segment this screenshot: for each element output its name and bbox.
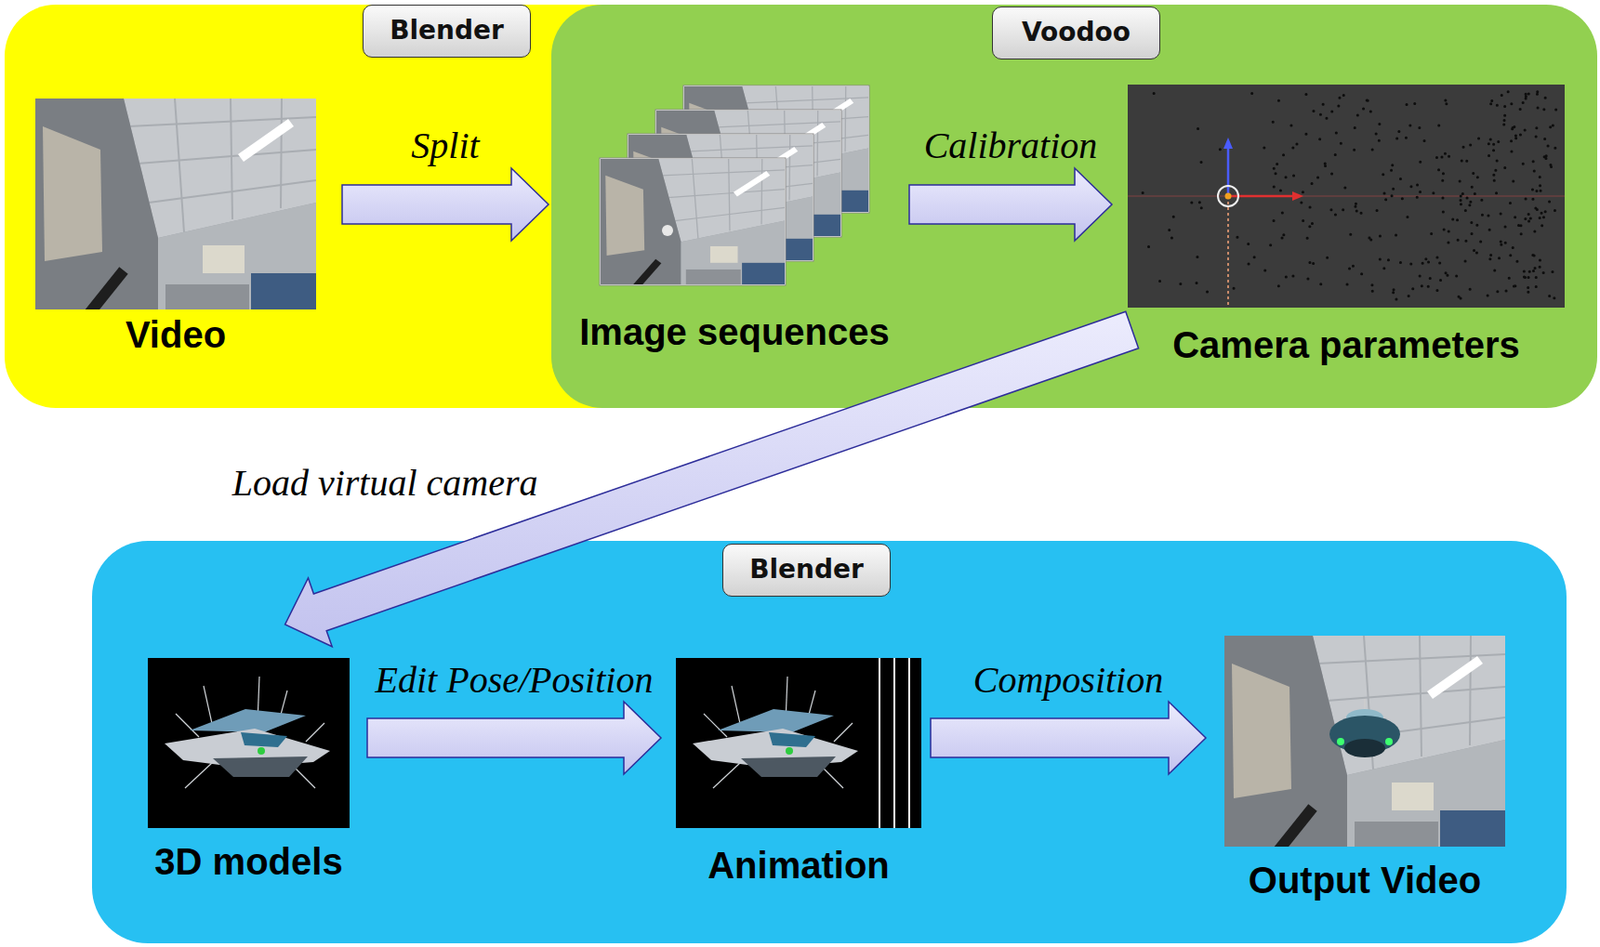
flow-arrow [909,168,1112,241]
animation-frames [675,658,922,829]
image-stack-part [661,224,674,237]
camera-view-part [1142,92,1557,300]
flow-label: Composition [973,659,1164,702]
flow-arrow [930,701,1206,775]
output-frame-part [1224,635,1506,855]
stage-label: Output Video [1224,859,1506,902]
flow-label: Load virtual camera [232,462,539,505]
image-stack [599,85,870,290]
animation-frames-part [908,658,911,829]
camera-view-part [1223,137,1233,149]
stage-label: Image sequences [573,310,896,354]
animation-frames-part [878,658,881,829]
animation-frames-part [877,658,922,829]
animation-frames-part [675,658,878,829]
animation-frames-part [893,658,896,829]
camera-view-part [1127,195,1565,198]
camera-view-part [1227,146,1230,197]
stage-label: 3D models [147,840,350,884]
stage-label: Animation [675,844,922,887]
flow-arrow [367,701,662,775]
flow-arrow [342,168,549,241]
model-render [147,658,350,829]
flow-label: Edit Pose/Position [375,659,654,702]
stage-label: Camera parameters [1127,323,1565,367]
model-render-part [147,658,350,829]
tool-tag: Voodoo [991,6,1161,60]
camera-view-part [1217,185,1239,207]
output-frame-part [1344,739,1386,758]
tool-tag: Blender [362,4,531,58]
video-frame [35,98,317,318]
output-frame-part [1336,738,1345,746]
output-frame-part [1385,738,1393,746]
camera-view-part [1225,193,1232,200]
stage-label: Video [35,313,317,357]
tool-tag: Blender [722,543,891,597]
flow-label: Calibration [924,124,1098,168]
camera-view-part [1227,196,1230,308]
video-frame-part [35,98,317,318]
camera-view-part [1127,84,1565,308]
output-frame [1224,635,1506,855]
image-stack-part [600,158,785,290]
camera-view [1127,84,1565,308]
flow-label: Split [410,124,479,168]
